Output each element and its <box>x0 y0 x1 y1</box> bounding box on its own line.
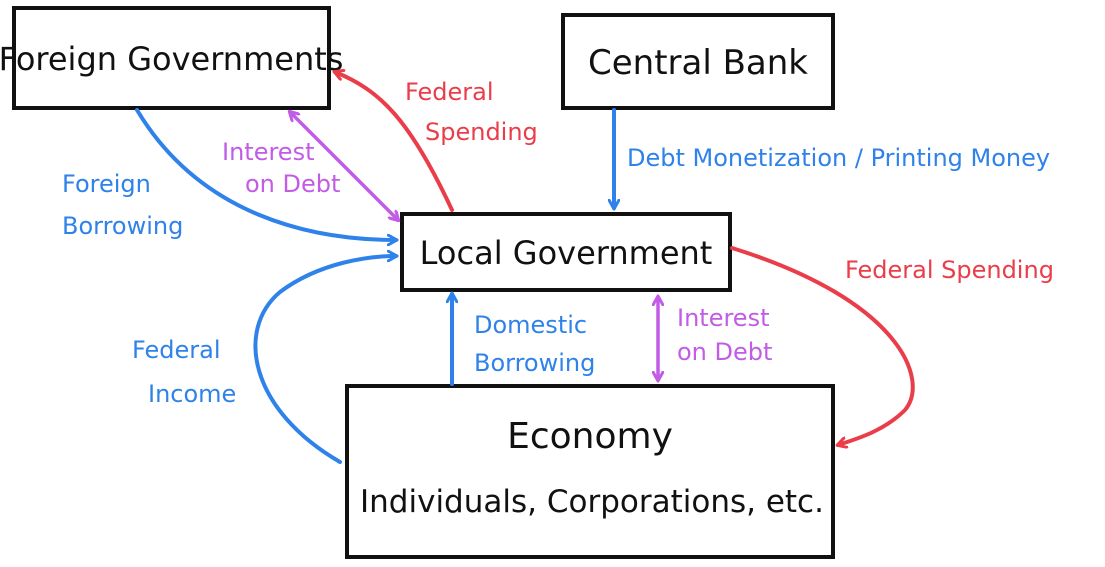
federal-income-line1: Federal <box>132 336 221 364</box>
economy-box <box>345 384 835 559</box>
federal-spending-economy-label: Federal Spending <box>845 256 1054 284</box>
interest-on-debt-foreign-line1: Interest <box>222 138 314 166</box>
foreign-borrowing-line2: Borrowing <box>62 212 183 240</box>
domestic-borrowing-line1: Domestic <box>474 311 587 339</box>
interest-on-debt-domestic-label: Interest on Debt <box>677 304 772 366</box>
foreign-borrowing-arrow <box>135 108 396 240</box>
local-government-label: Local Government <box>420 234 713 272</box>
interest-on-debt-domestic-line1: Interest <box>677 304 769 332</box>
federal-spending-foreign-line2: Spending <box>425 118 538 146</box>
federal-spending-foreign-arrow <box>335 72 454 212</box>
debt-monetization-label: Debt Monetization / Printing Money <box>627 144 1050 172</box>
federal-income-arrow <box>253 256 396 464</box>
interest-on-debt-domestic-line2: on Debt <box>677 338 772 366</box>
central-bank-box <box>561 13 835 110</box>
economy-title: Economy <box>507 416 673 457</box>
interest-on-debt-foreign-label: Interest on Debt <box>222 138 340 198</box>
foreign-governments-box <box>12 6 331 110</box>
economy-subtitle: Individuals, Corporations, etc. <box>360 484 824 520</box>
federal-spending-foreign-line1: Federal <box>405 78 494 106</box>
domestic-borrowing-line2: Borrowing <box>474 349 595 377</box>
interest-on-debt-foreign-arrow <box>290 112 398 220</box>
interest-on-debt-foreign-line2: on Debt <box>245 170 340 198</box>
local-government-box <box>400 212 732 292</box>
central-bank-label: Central Bank <box>588 43 808 83</box>
foreign-borrowing-line1: Foreign <box>62 170 151 198</box>
federal-spending-economy-arrow <box>730 246 915 445</box>
federal-income-line2: Income <box>148 380 236 408</box>
foreign-governments-label: Foreign Governments <box>0 40 343 78</box>
